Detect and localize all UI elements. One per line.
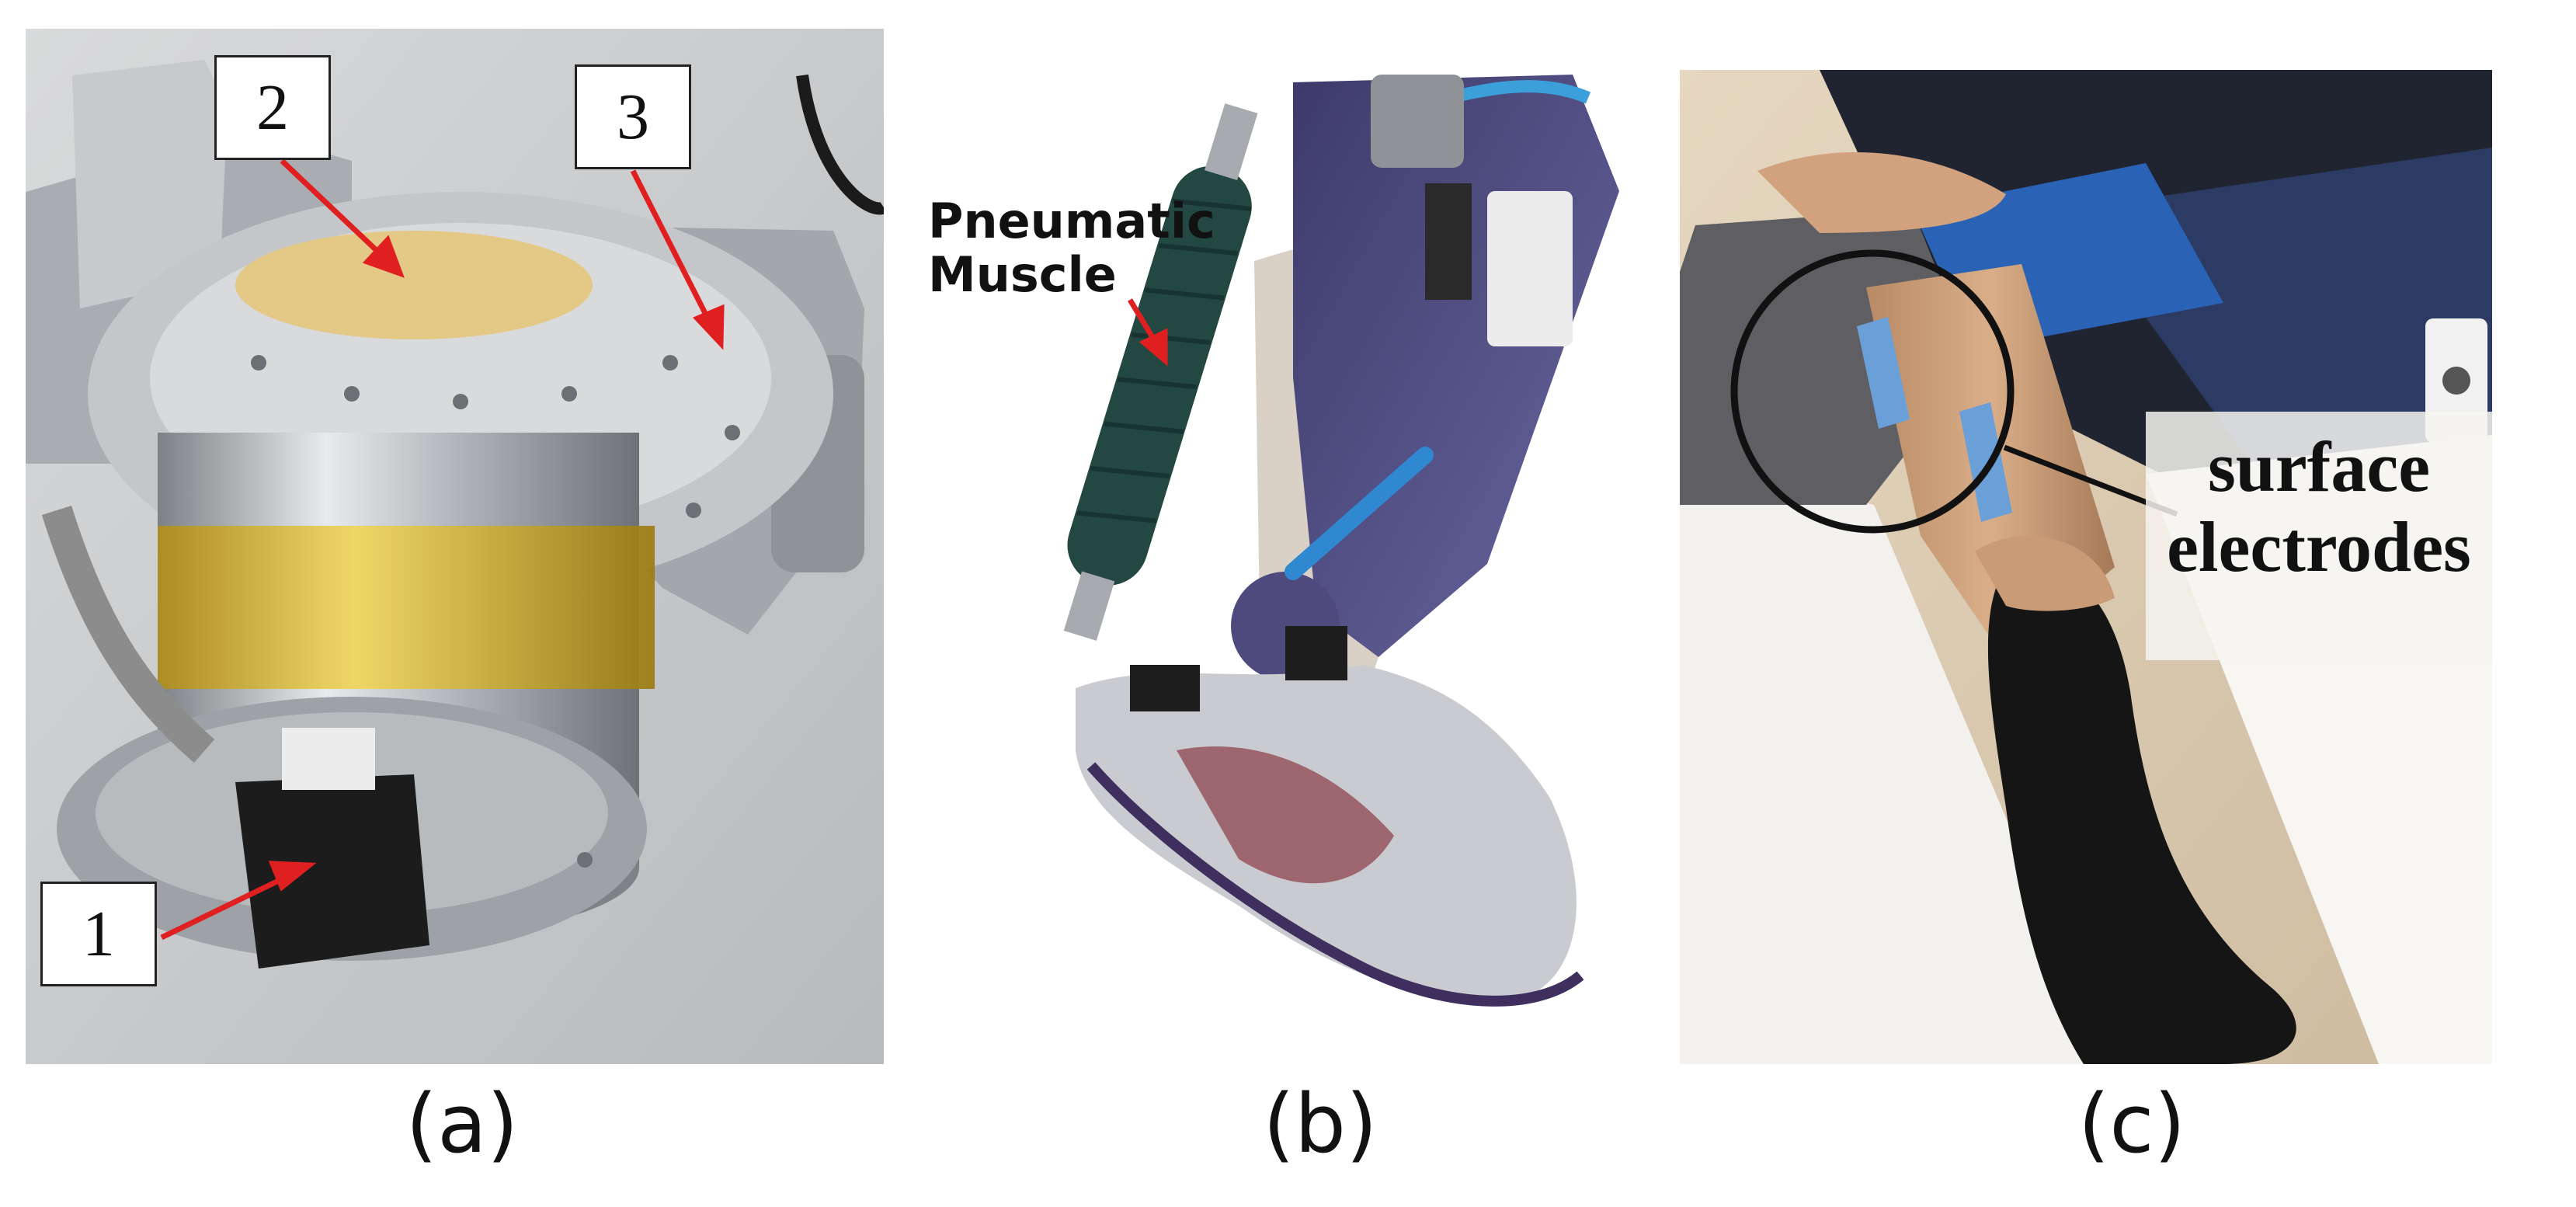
caption-a: (a) (405, 1077, 519, 1171)
callout-2: 2 (214, 55, 331, 160)
leg-electrodes-illustration (1680, 70, 2492, 1064)
caption-c: (c) (2077, 1077, 2186, 1171)
label-line-surface: surface (2207, 427, 2431, 506)
callout-3: 3 (575, 64, 691, 169)
label-line-electrodes: electrodes (2167, 507, 2471, 587)
photo-a-actuator: 2 3 1 (26, 29, 884, 1064)
photo-c-electrodes: surface electrodes (1680, 70, 2492, 1064)
label-pneumatic-muscle: Pneumatic Muscle (928, 194, 1215, 302)
label-line-muscle: Muscle (928, 246, 1117, 304)
orthosis-illustration (1063, 75, 1619, 1007)
callout-1: 1 (40, 882, 157, 986)
label-line-pneumatic: Pneumatic (928, 193, 1215, 249)
label-surface-electrodes: surface electrodes (2146, 412, 2492, 587)
photo-b-orthosis: Pneumatic Muscle (928, 67, 1666, 1063)
actuator-illustration (26, 29, 884, 1064)
caption-b: (b) (1263, 1077, 1378, 1171)
